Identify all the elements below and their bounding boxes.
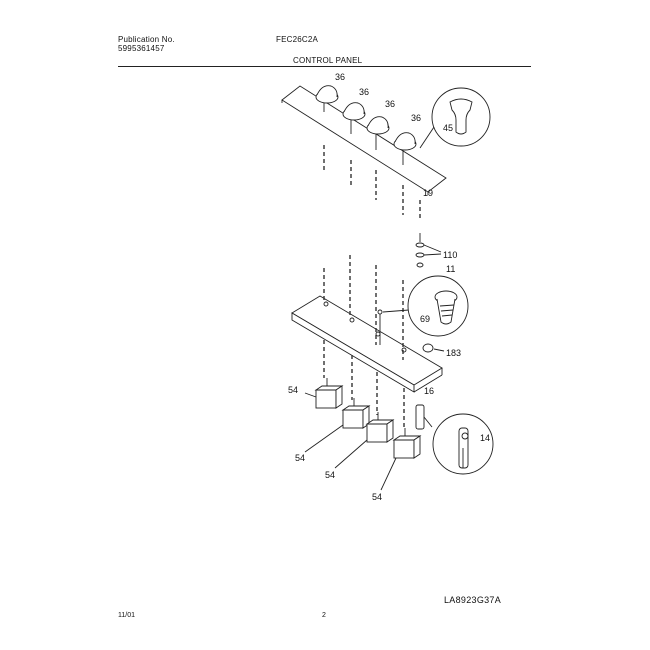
callout-switch-3: 54 xyxy=(325,470,335,480)
switch-4 xyxy=(392,428,422,459)
washer-and-nut xyxy=(415,233,442,268)
callout-knob-4: 36 xyxy=(411,113,421,123)
drawing-id: LA8923G37A xyxy=(444,595,502,605)
callout-nut: 11 xyxy=(446,264,455,274)
callout-knob-detail: 45 xyxy=(443,123,453,133)
light-detail-circle xyxy=(415,404,494,475)
header-rule xyxy=(118,66,531,67)
screw-detail-circle xyxy=(377,275,469,345)
switch-1 xyxy=(314,378,344,409)
callout-screw: 69 xyxy=(420,314,430,324)
clip-part xyxy=(422,343,445,353)
switch-2 xyxy=(341,398,371,429)
knob-4 xyxy=(393,132,417,165)
knob-2 xyxy=(342,102,366,134)
callout-washer: 110 xyxy=(443,250,457,260)
callout-bracket: 16 xyxy=(424,386,434,396)
top-control-panel xyxy=(281,85,447,195)
callout-switch-2: 54 xyxy=(295,453,305,463)
callout-switch-4: 54 xyxy=(372,492,382,502)
section-title: CONTROL PANEL xyxy=(293,56,363,65)
callout-knob-3: 36 xyxy=(385,99,395,109)
callout-switch-1: 54 xyxy=(288,385,298,395)
knob-detail-circle xyxy=(419,87,491,149)
publication-label: Publication No. xyxy=(118,35,175,44)
switch-3 xyxy=(365,412,395,443)
callout-knob-1: 36 xyxy=(335,72,345,82)
knob-1 xyxy=(315,85,339,112)
footer-date: 11/01 xyxy=(118,612,135,619)
footer-page-number: 2 xyxy=(322,612,326,619)
control-bracket xyxy=(291,295,443,393)
publication-number: 5995361457 xyxy=(118,44,165,53)
knob-3 xyxy=(366,116,390,150)
callout-knob-2: 36 xyxy=(359,87,369,97)
callout-top-panel: 19 xyxy=(423,188,433,198)
model-number: FEC26C2A xyxy=(276,35,319,44)
callout-clip: 183 xyxy=(446,348,461,358)
callout-light: 14 xyxy=(480,433,490,443)
